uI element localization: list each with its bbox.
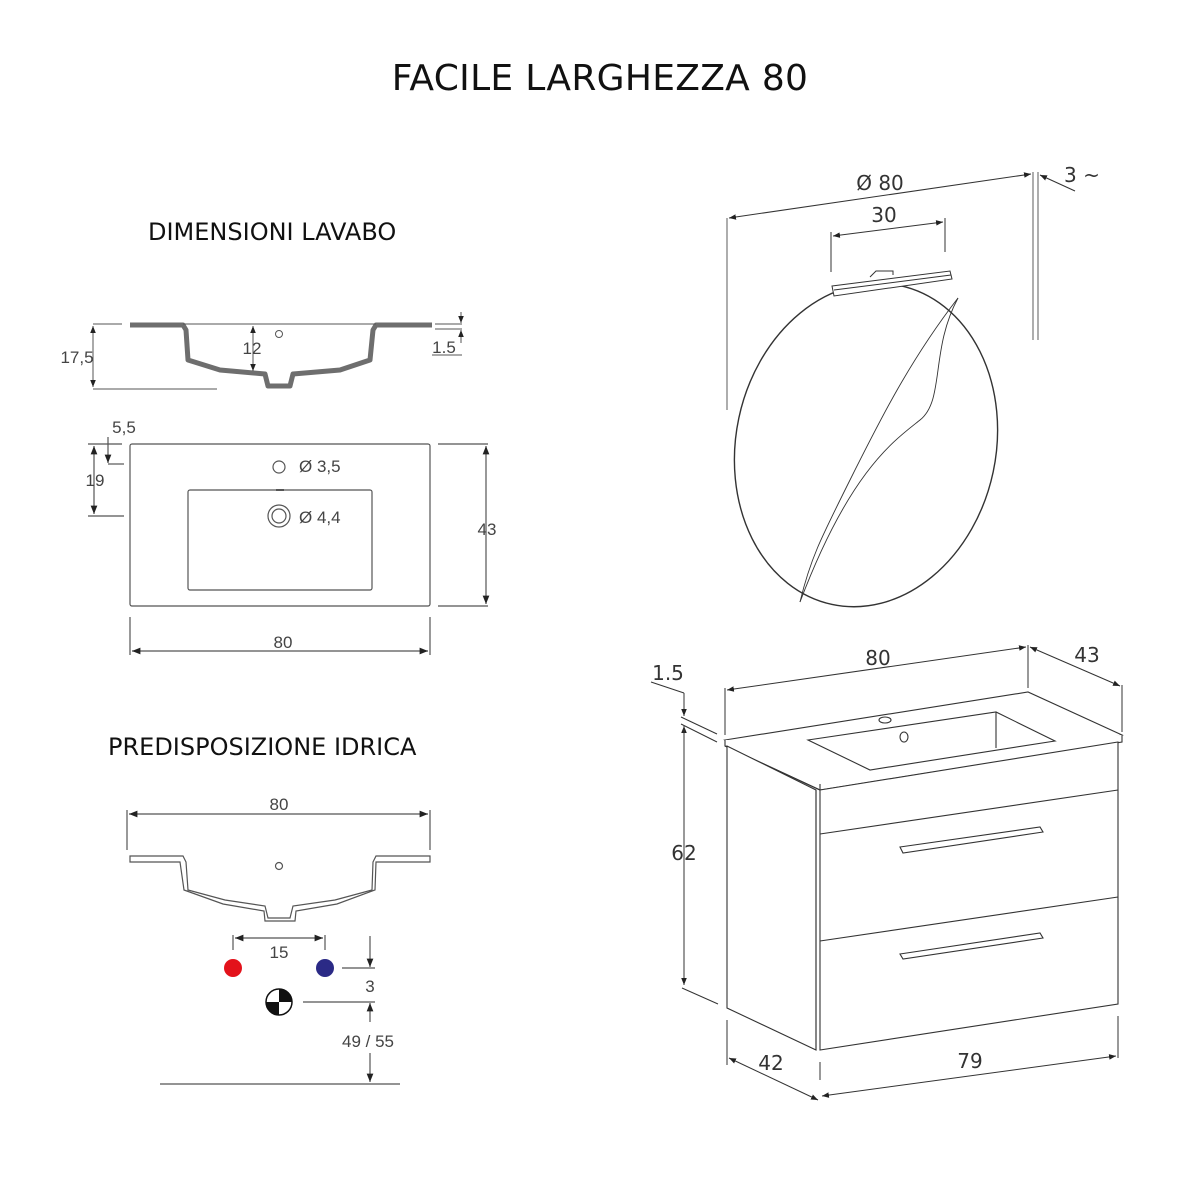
body-width-label: 79 (957, 1049, 982, 1073)
plumbing-diagram (126, 810, 431, 1085)
sink-dimensions-heading: DIMENSIONI LAVABO (148, 218, 397, 246)
faucet-offset-label: 5,5 (112, 418, 136, 437)
cabinet-depth-label: 43 (1074, 643, 1099, 667)
drain-offset-label: 19 (86, 471, 105, 490)
sink-total-height-label: 17,5 (60, 348, 93, 367)
sink-width-label: 80 (274, 633, 293, 652)
drain-symbol-icon (265, 988, 293, 1016)
sink-side-profile (90, 312, 464, 390)
body-depth-label: 42 (758, 1051, 783, 1075)
cabinet-width-label: 80 (865, 646, 890, 670)
top-thickness-label: 1.5 (652, 661, 684, 685)
drain-height-label: 49 / 55 (342, 1032, 394, 1051)
cabinet-dimensions (650, 645, 1123, 1101)
cold-water-inlet-icon (316, 959, 334, 977)
lamp-width-label: 30 (871, 203, 896, 227)
sink-depth-label: 43 (478, 520, 497, 539)
plumbing-width-label: 80 (270, 795, 289, 814)
sink-top-view (88, 437, 490, 655)
round-mirror (726, 172, 1076, 608)
page-title: FACILE LARGHEZZA 80 (391, 58, 809, 99)
mirror-lamp-icon (831, 270, 953, 297)
hot-water-inlet-icon (224, 959, 242, 977)
faucet-hole-label: Ø 3,5 (299, 457, 341, 476)
cabinet-height-label: 62 (671, 841, 696, 865)
inlet-spacing-label: 15 (270, 943, 289, 962)
mirror-diameter-label: Ø 80 (856, 171, 904, 195)
plumbing-heading: PREDISPOSIZIONE IDRICA (108, 733, 417, 761)
inlet-to-drain-label: 3 (365, 977, 374, 996)
mirror-thickness-label: 3 ~ (1064, 163, 1100, 187)
sink-rim-thickness-label: 1.5 (432, 338, 456, 357)
drain-hole-label: Ø 4,4 (299, 508, 341, 527)
vanity-cabinet (723, 691, 1124, 1051)
sink-basin-depth-label: 12 (243, 339, 262, 358)
